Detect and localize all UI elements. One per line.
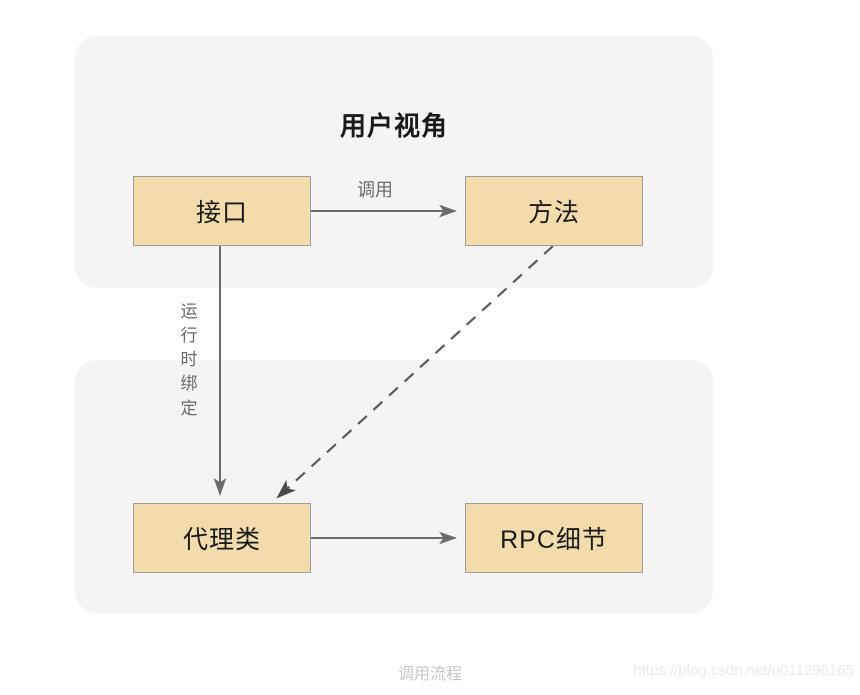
node-interface[interactable]: 接口 xyxy=(133,176,311,246)
group-panel-implementation xyxy=(75,360,713,613)
edge-label-runtime-bind: 运 行 时 绑 定 xyxy=(180,302,198,418)
diagram-caption: 调用流程 xyxy=(397,666,462,683)
edge-label-invoke: 调用 xyxy=(357,180,393,200)
watermark-url: https://blog.csdn.net/u011296165 xyxy=(633,662,854,679)
node-method[interactable]: 方法 xyxy=(465,176,643,246)
node-proxy[interactable]: 代理类 xyxy=(133,503,311,573)
node-rpc[interactable]: RPC细节 xyxy=(465,503,643,573)
group-panel-user-view: 用户视角 xyxy=(75,36,713,288)
group-title-user-view: 用户视角 xyxy=(339,111,448,141)
